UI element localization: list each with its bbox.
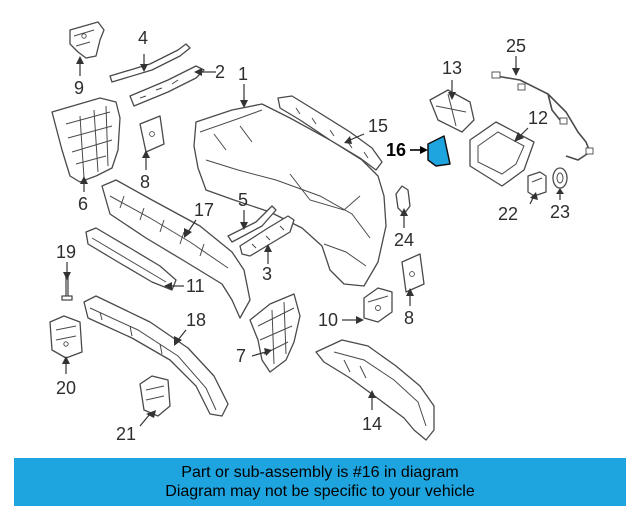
callout-18: 18 (186, 310, 206, 330)
callout-13: 13 (442, 58, 462, 78)
part-5-strip (227, 205, 277, 243)
callout-4: 4 (138, 28, 148, 48)
callout-5: 5 (238, 190, 248, 210)
callout-22: 22 (498, 204, 518, 224)
callout-23: 23 (550, 202, 570, 222)
part-20-mount-bracket (49, 315, 83, 359)
callout-21: 21 (116, 424, 136, 444)
banner-line-1: Part or sub-assembly is #16 in diagram (181, 464, 459, 481)
part-4-strip (109, 43, 191, 83)
callout-17: 17 (194, 200, 214, 220)
callout-24: 24 (394, 230, 414, 250)
part-15-absorber (277, 95, 383, 171)
callout-9: 9 (74, 78, 84, 98)
part-13-tray (429, 89, 475, 133)
callout-8-right: 8 (404, 308, 414, 328)
part-11-channel (85, 227, 177, 291)
part-7-side-bracket (249, 293, 301, 373)
part-14-diffuser (315, 339, 435, 441)
callout-6: 6 (78, 194, 88, 214)
part-25-wiring-harness (491, 71, 594, 161)
callout-25: 25 (506, 36, 526, 56)
callout-19: 19 (56, 242, 76, 262)
part-18-bumper-beam (83, 295, 229, 417)
callout-15: 15 (368, 116, 388, 136)
part-8-plate-left (139, 115, 165, 153)
part-2-bracket (129, 65, 205, 107)
part-6-side-bracket (51, 97, 121, 183)
part-24-clip (395, 185, 411, 215)
part-9-bracket (69, 21, 105, 59)
part-22-connector (527, 171, 547, 197)
callout-10: 10 (318, 310, 338, 330)
callout-11: 11 (186, 276, 205, 296)
part-23-grommet (552, 167, 568, 189)
part-10-module (363, 287, 393, 323)
callout-8-left: 8 (140, 172, 150, 192)
callout-20: 20 (56, 378, 76, 398)
part-8-plate-right (401, 253, 425, 293)
callout-labels: 1 2 3 4 5 6 7 8 8 9 10 11 12 13 14 15 16… (56, 28, 570, 444)
callout-1: 1 (238, 64, 248, 84)
callout-16: 16 (386, 140, 406, 160)
callout-3: 3 (262, 264, 272, 284)
callout-14: 14 (362, 414, 382, 434)
part-1-bumper-cover (193, 103, 387, 287)
callout-2: 2 (215, 62, 225, 82)
part-16-cover-highlighted (427, 135, 451, 167)
info-banner: Part or sub-assembly is #16 in diagram D… (14, 458, 626, 506)
callout-12: 12 (528, 108, 548, 128)
banner-line-2: Diagram may not be specific to your vehi… (165, 483, 475, 500)
part-3-bracket (239, 215, 295, 257)
callout-7: 7 (236, 346, 246, 366)
leader-lines (62, 54, 564, 427)
part-17-reinforcement (101, 179, 251, 319)
part-21-mount-bracket (139, 375, 171, 417)
